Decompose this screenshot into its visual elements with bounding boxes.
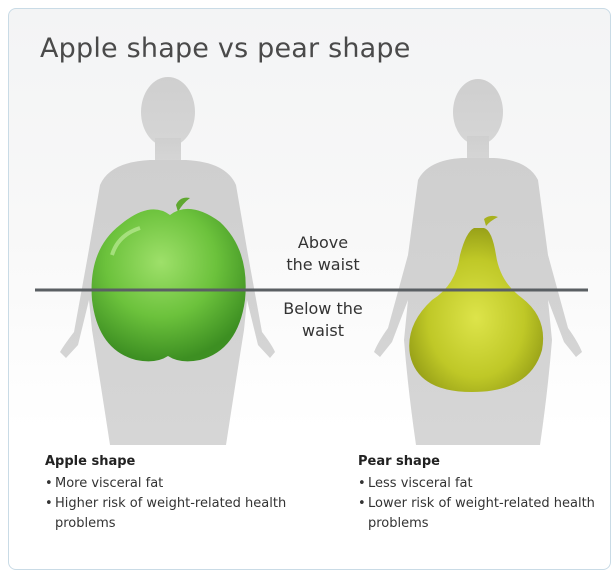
- apple-shape-info: Apple shape More visceral fat Higher ris…: [45, 452, 295, 534]
- above-waist-label-line1: Above: [263, 232, 383, 254]
- above-waist-label: Above the waist: [263, 232, 383, 276]
- apple-shape-heading: Apple shape: [45, 452, 295, 472]
- above-waist-label-line2: the waist: [263, 254, 383, 276]
- pear-shape-info: Pear shape Less visceral fat Lower risk …: [358, 452, 608, 534]
- pear-shape-heading: Pear shape: [358, 452, 608, 472]
- pear-bullet-risk: Lower risk of weight-related health prob…: [358, 494, 608, 534]
- below-waist-label-line1: Below the: [263, 298, 383, 320]
- pear-bullet-visceral: Less visceral fat: [358, 474, 608, 494]
- pear-shape-bullets: Less visceral fat Lower risk of weight-r…: [358, 474, 608, 534]
- apple-shape-bullets: More visceral fat Higher risk of weight-…: [45, 474, 295, 534]
- apple-bullet-risk: Higher risk of weight-related health pro…: [45, 494, 295, 534]
- below-waist-label-line2: waist: [263, 320, 383, 342]
- below-waist-label: Below the waist: [263, 298, 383, 342]
- apple-bullet-visceral: More visceral fat: [45, 474, 295, 494]
